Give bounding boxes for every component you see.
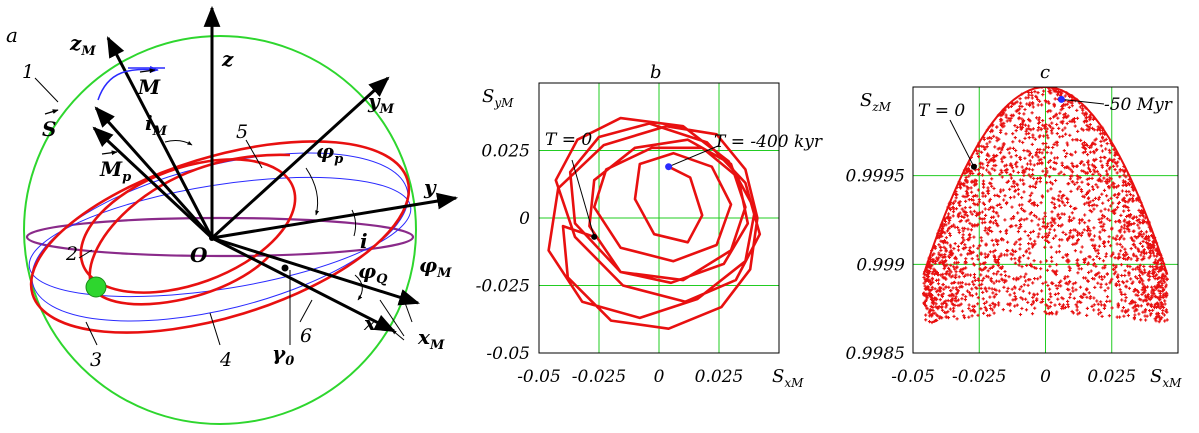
panel-c-ytick-label: 0.999 bbox=[856, 255, 905, 275]
panel-b-xtick-label: -0.025 bbox=[572, 367, 626, 387]
yM-label: yM bbox=[367, 89, 395, 117]
panel-c-ytick-label: 0.9985 bbox=[846, 344, 905, 364]
phi-M-arrow bbox=[391, 329, 405, 341]
node-point bbox=[281, 264, 289, 272]
panel-b-xlabel: SxM bbox=[772, 366, 804, 390]
panel-c-xlabel: SxM bbox=[1150, 366, 1182, 390]
gamma0-label: γ0 bbox=[272, 341, 294, 369]
orbit-plane-4 bbox=[29, 140, 411, 334]
panel-c-end-point bbox=[1057, 95, 1065, 103]
panel-c-frame bbox=[912, 86, 1179, 354]
leader-1 bbox=[34, 77, 59, 103]
S-overarrow bbox=[44, 109, 59, 115]
phi-M-leader bbox=[379, 299, 405, 337]
y-label: y bbox=[423, 175, 437, 199]
iM-arc bbox=[164, 140, 193, 146]
panel-c-chart: c -0.05 -0.025 0 0.025 0.9995 0.999 0.9985 SzM… bbox=[846, 62, 1183, 390]
panel-c-start-point bbox=[970, 163, 977, 170]
orbit-3-arc bbox=[93, 254, 271, 306]
phi-p-arc bbox=[305, 167, 320, 216]
xM-axis bbox=[211, 236, 421, 306]
panel-b-title: b bbox=[650, 62, 662, 83]
phi-Q-arc bbox=[354, 274, 363, 301]
iM-label: iM bbox=[145, 111, 168, 139]
panel-c-xtick-label: 0.025 bbox=[1087, 367, 1136, 387]
panel-b-annotation-T0: T = 0 bbox=[545, 130, 592, 150]
leader-6 bbox=[299, 299, 313, 323]
leader-5 bbox=[245, 139, 263, 169]
Mp-overarrow bbox=[101, 150, 118, 156]
phi-Q-label: φQ bbox=[358, 259, 388, 287]
panel-b-xtick-label: -0.05 bbox=[517, 367, 561, 387]
panel-a-letter: a bbox=[6, 23, 18, 47]
panel-c-annotation-50Myr: -50 Myr bbox=[1104, 95, 1173, 115]
label-6: 6 bbox=[300, 325, 312, 347]
leader-3 bbox=[85, 321, 98, 346]
panel-b-ytick-label: 0 bbox=[519, 209, 530, 229]
y-axis bbox=[211, 192, 459, 240]
i-arc bbox=[351, 209, 357, 237]
label-2: 2 bbox=[65, 243, 78, 265]
panel-b-annotation-T400: T = -400 kyr bbox=[714, 132, 823, 152]
phi-p-label: φp bbox=[316, 139, 343, 167]
leader-2 bbox=[78, 249, 93, 259]
origin-point bbox=[209, 235, 215, 241]
label-1: 1 bbox=[22, 61, 34, 83]
zM-label: zM bbox=[69, 31, 96, 59]
phi-M-label: φM bbox=[419, 253, 452, 281]
panel-b-xtick-label: 0.025 bbox=[695, 367, 744, 387]
ecliptic-plane bbox=[25, 216, 415, 258]
panel-c-annotation-leader bbox=[1061, 98, 1105, 105]
celestial-sphere bbox=[23, 35, 417, 425]
panel-c-envelope bbox=[922, 87, 1169, 276]
Mp-label: Mp bbox=[99, 157, 131, 185]
phi-M-arrow-2 bbox=[403, 299, 413, 323]
panel-c-annotation-T0: T = 0 bbox=[918, 101, 965, 121]
panel-b-end-point bbox=[665, 163, 673, 171]
label-3: 3 bbox=[90, 349, 102, 371]
x-label: x bbox=[363, 311, 377, 335]
panel-c-ytick-label: 0.9995 bbox=[846, 167, 905, 187]
panel-c-title: c bbox=[1040, 62, 1050, 83]
orbit-plane-5 bbox=[79, 158, 297, 294]
panel-b-annotation-leader bbox=[668, 145, 719, 168]
panel-c-xtick-label: -0.05 bbox=[891, 367, 935, 387]
panel-b-xtick-label: 0 bbox=[654, 367, 665, 387]
S-label: S bbox=[42, 117, 56, 141]
xM-label: xM bbox=[417, 325, 445, 353]
yM-axis bbox=[210, 76, 390, 240]
panel-c-ylabel: SzM bbox=[860, 90, 892, 114]
panel-b-series-line bbox=[547, 116, 762, 331]
x-axis bbox=[211, 236, 396, 333]
z-label: z bbox=[221, 47, 234, 71]
M-label: M bbox=[137, 75, 161, 99]
panel-c-annotation-leader bbox=[949, 119, 975, 168]
panel-c-xtick-label: 0 bbox=[1040, 367, 1051, 387]
panel-b-ytick-label: -0.025 bbox=[476, 277, 530, 297]
panel-a-diagram: a bbox=[6, 5, 459, 425]
planet-marker bbox=[85, 276, 107, 298]
panel-b-ytick-label: 0.025 bbox=[481, 142, 530, 162]
label-4: 4 bbox=[219, 349, 232, 371]
panel-b-ylabel: SyM bbox=[482, 86, 514, 110]
panel-b-start-point bbox=[591, 233, 598, 240]
panel-b-frame bbox=[538, 82, 780, 354]
origin-label: O bbox=[190, 243, 208, 267]
panel-b-chart: b -0.05 -0.025 0 0.025 0.025 0 -0.025 -0.05 SyM… bbox=[476, 62, 823, 390]
leader-4 bbox=[209, 312, 221, 346]
i-label: i bbox=[360, 229, 368, 253]
panel-b-annotation-leader bbox=[571, 159, 595, 238]
Mp-vector bbox=[92, 126, 214, 240]
panel-b-ytick-label: -0.05 bbox=[486, 344, 530, 364]
panel-c-xtick-label: -0.025 bbox=[952, 367, 1006, 387]
label-5: 5 bbox=[236, 121, 248, 143]
S-vector bbox=[94, 106, 214, 239]
M-overarrow bbox=[139, 68, 156, 74]
